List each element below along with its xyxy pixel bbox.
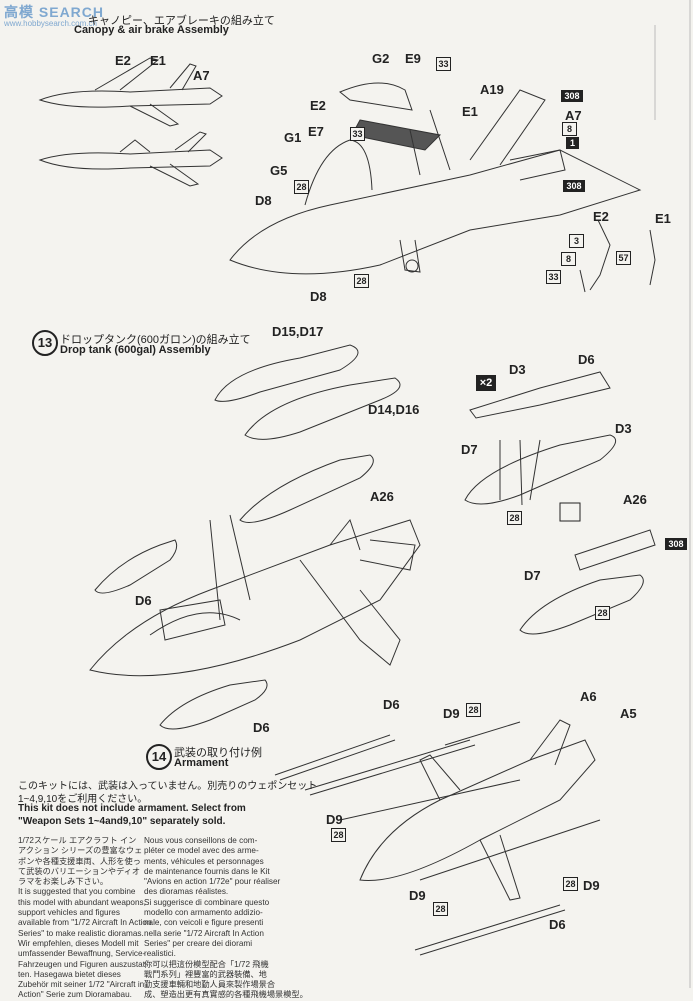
- paint-number: 28: [466, 703, 481, 717]
- part-label: A5: [620, 706, 637, 721]
- tank-top-1: [214, 344, 359, 402]
- part-label: G5: [270, 163, 288, 178]
- paint-number: 8: [562, 122, 577, 136]
- main-jet-12: [229, 82, 642, 275]
- part-label: G1: [284, 130, 302, 145]
- part-label: A7: [193, 68, 210, 83]
- paint-number: 308: [561, 90, 583, 102]
- part-label: E1: [655, 211, 671, 226]
- paint-number: 28: [433, 902, 448, 916]
- tank-mid: [239, 454, 374, 523]
- part-label: D9: [583, 878, 600, 893]
- step-number-14: 14: [146, 744, 172, 770]
- tank-d6-lower: [159, 679, 268, 730]
- part-label: D6: [383, 697, 400, 712]
- part-label: D8: [310, 289, 327, 304]
- main-jet-14: [359, 719, 596, 901]
- part-label: E1: [462, 104, 478, 119]
- part-label: D14,D16: [368, 402, 420, 417]
- part-label: D9: [443, 706, 460, 721]
- note-jp: このキットには、武装は入っていません。別売りのウェポンセット: [18, 781, 318, 792]
- paint-number: 28: [595, 606, 610, 620]
- footer-col-2: Nous vous conseillons de com- pléter ce …: [144, 836, 308, 1000]
- step12-title-en: Canopy & air brake Assembly: [74, 24, 229, 36]
- paint-number: 1: [566, 137, 579, 149]
- paint-number: 57: [616, 251, 631, 265]
- part-label: D7: [524, 568, 541, 583]
- part-label: D6: [549, 917, 566, 932]
- part-label: A6: [580, 689, 597, 704]
- part-label: D9: [326, 812, 343, 827]
- tank-right-lower: [519, 529, 656, 635]
- paint-number: 28: [331, 828, 346, 842]
- part-label: E1: [150, 53, 166, 68]
- paint-number: 8: [561, 252, 576, 266]
- part-label: A26: [623, 492, 647, 507]
- footer-col-1: 1/72スケール エアクラフト イン アクション シリーズの豊富なウェ ポンや各…: [18, 836, 152, 1000]
- step-number-13: 13: [32, 330, 58, 356]
- tank-right: [464, 371, 617, 506]
- part-label: E7: [308, 124, 324, 139]
- step12-title-jp: キャノピー、エアブレーキの組み立て: [88, 15, 275, 27]
- part-label: E2: [593, 209, 609, 224]
- missiles: [274, 721, 601, 956]
- paint-number: 3: [569, 234, 584, 248]
- paint-number: 28: [354, 274, 369, 288]
- paint-number: 308: [563, 180, 585, 192]
- step14-title-jp: 武装の取り付け例: [174, 747, 262, 759]
- part-label: D15,D17: [272, 324, 324, 339]
- watermark-url: www.hobbysearch.com.cn: [4, 19, 97, 28]
- note-en-1: This kit does not include armament. Sele…: [18, 803, 246, 814]
- paint-number: 28: [294, 180, 309, 194]
- part-label: E2: [310, 98, 326, 113]
- watermark-brand: 高模 SEARCH: [4, 4, 105, 20]
- part-label: A7: [565, 108, 582, 123]
- tank-d6-left: [94, 539, 178, 594]
- part-label: A19: [480, 82, 504, 97]
- part-label: D3: [615, 421, 632, 436]
- step13-title-en: Drop tank (600gal) Assembly: [60, 344, 211, 356]
- part-label: D9: [409, 888, 426, 903]
- note-en-2: "Weapon Sets 1~4and9,10" separately sold…: [18, 816, 226, 827]
- paint-number: 28: [563, 877, 578, 891]
- part-label: D6: [578, 352, 595, 367]
- quantity-badge: ×2: [476, 375, 496, 391]
- part-label: E9: [405, 51, 421, 66]
- part-label: E2: [115, 53, 131, 68]
- paint-number: 33: [546, 270, 561, 284]
- part-label: D7: [461, 442, 478, 457]
- tank-top-2: [244, 377, 401, 440]
- small-jet-1: [38, 57, 223, 127]
- step13-title-jp: ドロップタンク(600ガロン)の組み立て: [60, 334, 251, 346]
- part-label: D6: [135, 593, 152, 608]
- note-jp-2: 1~4,9,10をご利用ください。: [18, 794, 148, 805]
- part-label: D6: [253, 720, 270, 735]
- part-label: A26: [370, 489, 394, 504]
- part-label: D8: [255, 193, 272, 208]
- part-label: D3: [509, 362, 526, 377]
- paint-number: 33: [436, 57, 451, 71]
- step14-title-en: Armament: [174, 757, 229, 769]
- paint-number: 33: [350, 127, 365, 141]
- part-label: G2: [372, 51, 390, 66]
- main-jet-13: [89, 514, 421, 677]
- paint-number: 28: [507, 511, 522, 525]
- brake-parts: [579, 219, 656, 293]
- small-jet-2: [38, 131, 223, 187]
- paint-number: 308: [665, 538, 687, 550]
